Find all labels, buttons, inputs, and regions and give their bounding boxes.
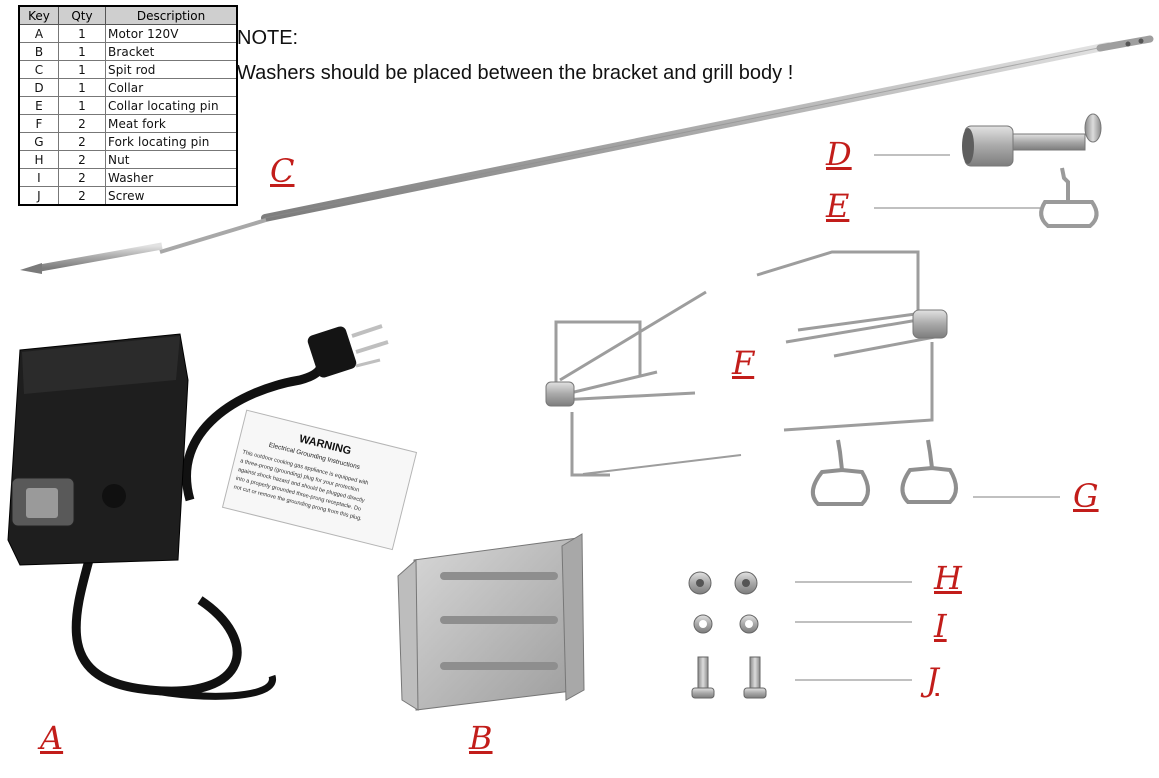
row-qty: 2 bbox=[58, 132, 106, 151]
label-f: F bbox=[732, 344, 755, 382]
collar-locating-pin bbox=[1039, 167, 1099, 228]
row-description: Motor 120V bbox=[105, 24, 238, 43]
label-j: J bbox=[926, 661, 939, 699]
row-qty: 2 bbox=[58, 186, 106, 206]
screws bbox=[691, 656, 767, 699]
row-qty: 1 bbox=[58, 60, 106, 79]
meat-fork-left bbox=[554, 290, 742, 477]
row-key: J bbox=[18, 186, 59, 206]
bracket bbox=[397, 533, 585, 711]
parts-table-header: Key Qty Description bbox=[18, 5, 238, 25]
note-text: Washers should be placed between the bra… bbox=[237, 62, 794, 84]
label-a: A bbox=[40, 719, 64, 757]
collar bbox=[962, 113, 1102, 167]
row-qty: 2 bbox=[58, 168, 106, 187]
warning-tag: WARNING Electrical Grounding Instruction… bbox=[221, 409, 418, 551]
label-d: D bbox=[826, 135, 852, 173]
label-e: E bbox=[826, 187, 850, 225]
header-key: Key bbox=[18, 5, 59, 25]
row-description: Meat fork bbox=[105, 114, 238, 133]
row-description: Screw bbox=[105, 186, 238, 206]
leader-lines bbox=[795, 154, 1060, 681]
label-b: B bbox=[469, 719, 493, 757]
row-description: Fork locating pin bbox=[105, 132, 238, 151]
nuts bbox=[688, 571, 758, 595]
label-c: C bbox=[270, 152, 295, 190]
label-i: I bbox=[934, 607, 947, 645]
motor bbox=[7, 324, 389, 700]
meat-fork-right-collar bbox=[912, 309, 948, 339]
meat-fork-left-collar bbox=[545, 381, 575, 407]
fork-locating-pins bbox=[810, 439, 958, 506]
meat-fork-right bbox=[756, 250, 941, 432]
row-description: Washer bbox=[105, 168, 238, 187]
label-h: H bbox=[934, 559, 962, 597]
label-g: G bbox=[1073, 477, 1099, 515]
washers bbox=[693, 614, 759, 634]
note-title: NOTE: bbox=[237, 27, 299, 49]
spit-rod bbox=[20, 35, 1154, 274]
